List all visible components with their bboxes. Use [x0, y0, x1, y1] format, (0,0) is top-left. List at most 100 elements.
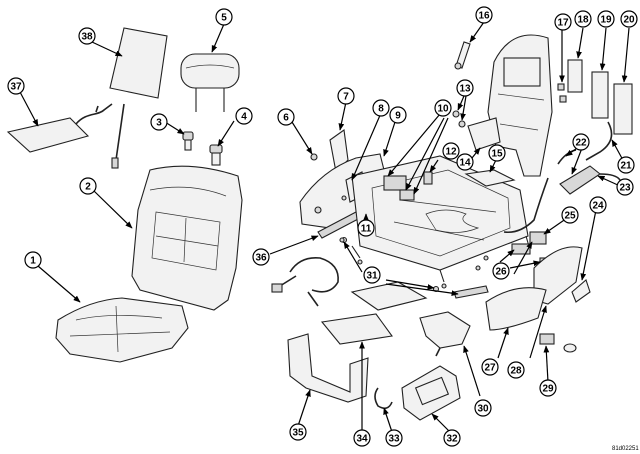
- part-19-trim-bar: [591, 71, 609, 119]
- callout-circle: [24, 251, 42, 269]
- callout-27: 27: [481, 358, 499, 376]
- callout-circle: [434, 99, 452, 117]
- callout-number: 14: [459, 158, 471, 169]
- callout-12: 12: [442, 142, 460, 160]
- callout-circle: [481, 358, 499, 376]
- callout-number: 30: [477, 404, 489, 415]
- part-seatback-frame: [487, 34, 553, 177]
- callout-20: 20: [620, 10, 638, 28]
- callout-number: 13: [459, 84, 471, 95]
- callout-number: 9: [395, 111, 401, 122]
- callout-19: 19: [597, 10, 615, 28]
- callout-number: 20: [623, 15, 635, 26]
- callout-circle: [507, 361, 525, 379]
- callout-number: 19: [600, 15, 612, 26]
- part-22-harness: [557, 149, 577, 165]
- part-38-back-panel: [109, 27, 168, 99]
- callout-36: 36: [252, 248, 270, 266]
- callout-circle: [289, 423, 307, 441]
- part-3-headrest-guide: [182, 131, 194, 151]
- callout-circle: [235, 107, 253, 125]
- part-37-sensor-mat: [6, 103, 125, 169]
- callout-number: 5: [221, 13, 227, 24]
- part-35-side-bracket: [287, 333, 369, 403]
- part-15-brace: [464, 169, 516, 187]
- part-31-nuts: [339, 237, 345, 243]
- callout-26: 26: [492, 262, 510, 280]
- callout-circle: [539, 379, 557, 397]
- part-2-seatback-cushion: [131, 165, 243, 311]
- callout-circle: [574, 10, 592, 28]
- callout-13: 13: [456, 79, 474, 97]
- callout-number: 6: [283, 113, 289, 124]
- callout-number: 18: [577, 15, 589, 26]
- callout-38: 38: [78, 27, 96, 45]
- part-33-hook: [374, 387, 393, 410]
- callout-circle: [572, 133, 590, 151]
- callout-circle: [617, 156, 635, 174]
- callout-14: 14: [456, 153, 474, 171]
- callout-3: 3: [150, 113, 168, 131]
- callout-circle: [215, 8, 233, 26]
- callout-circle: [456, 153, 474, 171]
- callout-6: 6: [277, 108, 295, 126]
- part-7-trim: [329, 129, 349, 174]
- callout-circle: [620, 10, 638, 28]
- callout-circle: [474, 399, 492, 417]
- callout-10: 10: [434, 99, 452, 117]
- figure-reference: 81d02251: [612, 446, 639, 452]
- callout-circle: [78, 27, 96, 45]
- callout-number: 23: [619, 183, 631, 194]
- part-16-release-lever: [454, 41, 471, 70]
- callout-18: 18: [574, 10, 592, 28]
- part-23-lumbar-pump: [559, 165, 621, 195]
- callout-29: 29: [539, 379, 557, 397]
- callout-number: 22: [575, 138, 587, 149]
- part-32-panel: [401, 365, 461, 421]
- callout-number: 21: [620, 161, 632, 172]
- callout-5: 5: [215, 8, 233, 26]
- part-18-trim-bar: [567, 59, 583, 93]
- callout-17: 17: [554, 13, 572, 31]
- callout-9: 9: [389, 106, 407, 124]
- callout-23: 23: [616, 178, 634, 196]
- part-wire-harness: [271, 256, 339, 307]
- part-17-clips: [557, 83, 567, 103]
- callout-circle: [252, 248, 270, 266]
- part-20-trim-bar: [613, 83, 633, 135]
- callout-number: 25: [564, 211, 576, 222]
- part-29-knob: [539, 333, 577, 353]
- callout-number: 38: [81, 32, 93, 43]
- callout-number: 24: [592, 201, 604, 212]
- callout-1: 1: [24, 251, 42, 269]
- callout-circle: [79, 177, 97, 195]
- callout-circle: [353, 429, 371, 447]
- callout-number: 29: [542, 384, 554, 395]
- part-30-bracket: [419, 311, 471, 357]
- callout-22: 22: [572, 133, 590, 151]
- callout-number: 4: [241, 112, 247, 123]
- callout-circle: [337, 87, 355, 105]
- callout-37: 37: [7, 77, 25, 95]
- callout-circle: [357, 219, 375, 237]
- callout-30: 30: [474, 399, 492, 417]
- part-6-plug: [310, 153, 318, 161]
- callout-28: 28: [507, 361, 525, 379]
- callout-number: 2: [85, 182, 91, 193]
- part-1-seat-cushion: [55, 297, 189, 363]
- callout-number: 32: [446, 434, 458, 445]
- callout-circle: [475, 6, 493, 24]
- callout-number: 36: [255, 253, 267, 264]
- callout-number: 10: [437, 104, 449, 115]
- callout-circle: [363, 266, 381, 284]
- part-trim-strip: [453, 285, 489, 299]
- callout-21: 21: [617, 156, 635, 174]
- callout-circle: [561, 206, 579, 224]
- callout-number: 8: [378, 104, 384, 115]
- callout-circle: [372, 99, 390, 117]
- callout-25: 25: [561, 206, 579, 224]
- callout-circle: [554, 13, 572, 31]
- callout-4: 4: [235, 107, 253, 125]
